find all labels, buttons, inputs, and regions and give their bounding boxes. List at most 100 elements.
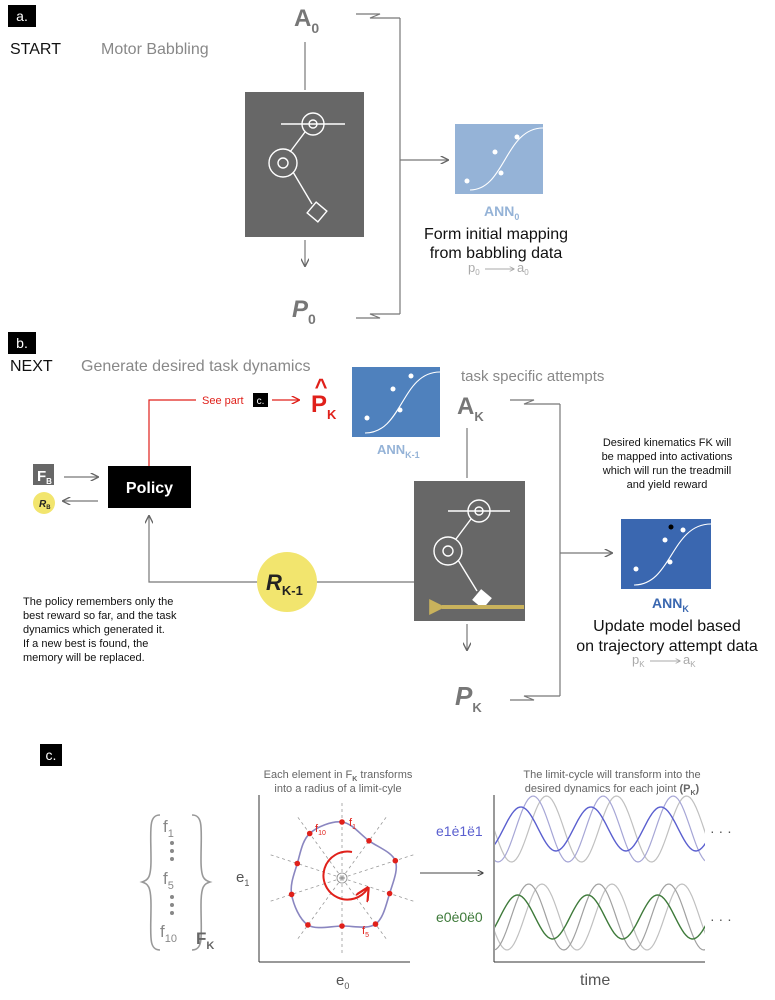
bracket-b: [510, 399, 612, 701]
a0-label: A0: [294, 5, 319, 36]
annk-dot: [662, 537, 668, 543]
vector-fk: FK: [196, 929, 214, 952]
ann-km1-sigmoid: [364, 371, 441, 434]
cycle-e0-label: e0: [336, 972, 349, 991]
ann0-box: [455, 124, 543, 194]
map-to-ak: aK: [683, 652, 696, 669]
ann0-dot: [498, 170, 504, 176]
panel-c-tag-box: [40, 744, 62, 766]
fb-label: FB: [37, 468, 52, 486]
rb-circle: [33, 492, 55, 514]
panel-a-tag: a.: [16, 8, 28, 24]
cycle-ray: [295, 877, 343, 942]
panel-c-tag: c.: [46, 747, 57, 763]
panel-a-tag-box: [8, 5, 36, 27]
vector-right-brace: [191, 814, 213, 951]
rk1-label: RK-1: [266, 570, 303, 598]
e0-dot-curve: [495, 883, 705, 951]
cycle-point: [366, 838, 372, 844]
cycle-ray: [267, 853, 343, 879]
next-label: NEXT: [10, 358, 53, 375]
ann0-label: ANN0: [484, 203, 519, 222]
cycle-point: [305, 922, 311, 928]
rb-label: RB: [39, 499, 51, 511]
see-part-label: See part: [202, 395, 244, 407]
pk-label: PK: [455, 681, 482, 715]
update-caption-2: on trajectory attempt data: [576, 638, 758, 655]
policy-label: Policy: [126, 480, 173, 497]
policy-box: [108, 466, 191, 508]
annk-dot: [667, 559, 673, 565]
annk-sigmoid: [633, 523, 712, 586]
rotation-arrow: [322, 850, 368, 900]
leg-icon-a: [268, 112, 345, 223]
p0-label: P0: [292, 296, 316, 327]
map-from-pk: pK: [632, 652, 645, 669]
cycle-point: [372, 921, 379, 927]
policy-note-1: The policy remembers only the: [23, 596, 173, 608]
cycle-e1-label: e1: [236, 869, 249, 888]
cycle-point: [339, 923, 345, 929]
annk-new-dot: [668, 524, 674, 530]
time-label: time: [580, 972, 610, 989]
policy-note-4: If a new best is found, the: [23, 638, 148, 650]
ann0-caption-2: from babbling data: [430, 245, 563, 262]
annk-box: [621, 519, 711, 589]
policy-note-2: best reward so far, and the task: [23, 610, 177, 622]
cycle-ray: [341, 814, 389, 879]
policy-note-3: dynamics which generated it.: [23, 624, 165, 636]
annk-label: ANNK: [652, 595, 689, 614]
e1-dot-curve: [495, 795, 705, 863]
desired-note-3: which will run the treadmill: [602, 465, 731, 477]
cycle-point: [339, 819, 345, 825]
see-part-tag: c.: [257, 396, 265, 407]
foot-icon-b: [472, 589, 492, 609]
cycle-ray: [341, 877, 389, 942]
robot-box-a: [245, 92, 364, 237]
cycle-point: [294, 860, 301, 867]
bottom-ellipsis: · · ·: [710, 911, 732, 927]
vector-dot: [170, 849, 174, 853]
bracket-a: [356, 13, 448, 319]
start-label: START: [10, 41, 61, 58]
cycle-point: [306, 830, 313, 837]
cycle-point: [288, 891, 295, 898]
ann0-dot: [514, 134, 520, 140]
panel-b-tag: b.: [16, 335, 28, 351]
ann-km1-dot: [408, 373, 414, 379]
ann0-sigmoid: [469, 127, 544, 191]
e1-ddot-curve: [495, 795, 705, 863]
top-ellipsis: · · ·: [710, 823, 732, 839]
ann-km1-label: ANNK-1: [377, 442, 420, 460]
desired-note-4: and yield reward: [627, 479, 708, 491]
policy-note-5: memory will be replaced.: [23, 652, 145, 664]
generate-title: Generate desired task dynamics: [81, 358, 310, 375]
ann-km1-dot: [390, 386, 396, 392]
cycle-point: [386, 890, 393, 897]
see-part-tag-box: [253, 393, 268, 407]
panel-b: b. NEXT Generate desired task dynamics S…: [8, 332, 758, 715]
cycle-ray: [267, 877, 343, 903]
desired-note-1: Desired kinematics FK will: [603, 437, 731, 449]
ann-km1-box: [352, 367, 440, 437]
f1-label: f1: [349, 817, 356, 831]
ann-km1-dot: [364, 415, 370, 421]
pk-hat-label: PK: [311, 391, 337, 422]
map-from-p0: p0: [468, 260, 480, 277]
e1-series-label: e1ė1ë1: [436, 823, 483, 839]
ann0-dot: [464, 178, 470, 184]
desired-note-2: be mapped into activations: [602, 451, 733, 463]
cycle-note-1: Each element in FK transforms: [264, 769, 413, 783]
vector-left-brace: [139, 814, 161, 951]
vector-dot: [170, 841, 174, 845]
robot-box-b: [414, 481, 525, 621]
panel-c: c. f1 f5 f10 FK Each element in FK trans…: [40, 744, 732, 991]
cycle-point: [392, 857, 399, 864]
update-caption-1: Update model based: [593, 618, 741, 635]
pk-hat-caret: ^: [315, 374, 328, 399]
annk-dot: [680, 527, 686, 533]
ann0-caption-1: Form initial mapping: [424, 226, 568, 243]
limit-cycle-dots: [288, 819, 399, 929]
leg-icon-b: [433, 499, 510, 592]
panel-a: a. START Motor Babbling A0 P0: [8, 5, 568, 327]
